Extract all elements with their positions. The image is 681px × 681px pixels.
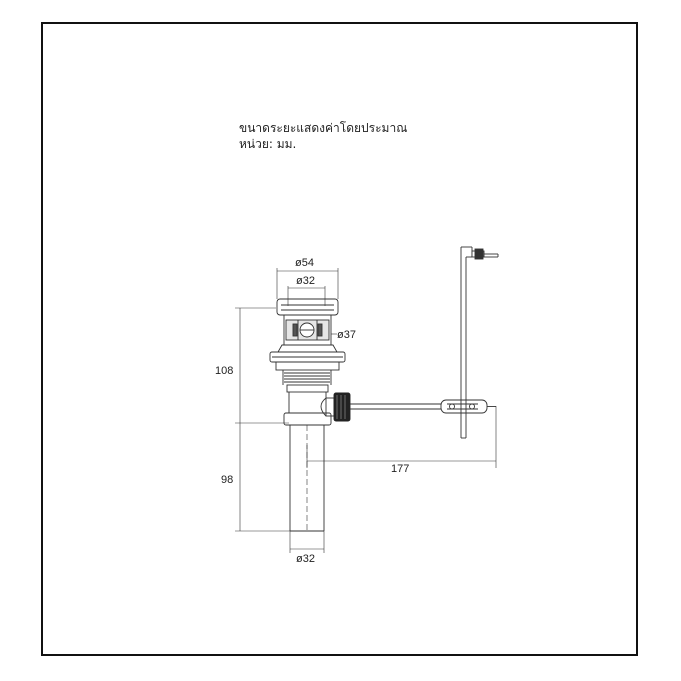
note-unit-mm: หน่วย: มม. [239,137,297,151]
dim-top-inner-diameter: ø32 [296,275,315,287]
dim-tail-diameter: ø32 [296,553,315,565]
note-approximate-dimensions: ขนาดระยะแสดงค่าโดยประมาณ [239,121,408,135]
stopper-cap [276,298,339,346]
pivot-rod [350,399,496,414]
dim-lever-length: 177 [391,463,409,475]
lever-knob [333,392,351,422]
dim-upper-height: 108 [215,365,233,377]
body-locknut [269,344,346,393]
dim-lower-height: 98 [221,474,233,486]
tee-body [283,392,335,426]
drawing-frame [41,22,638,656]
dim-top-outer-diameter: ø54 [295,257,314,269]
dimension-lines [235,268,497,553]
lift-rod-strap [460,246,499,439]
dim-stopper-diameter: ø37 [337,329,356,341]
tail-pipe [289,425,325,532]
